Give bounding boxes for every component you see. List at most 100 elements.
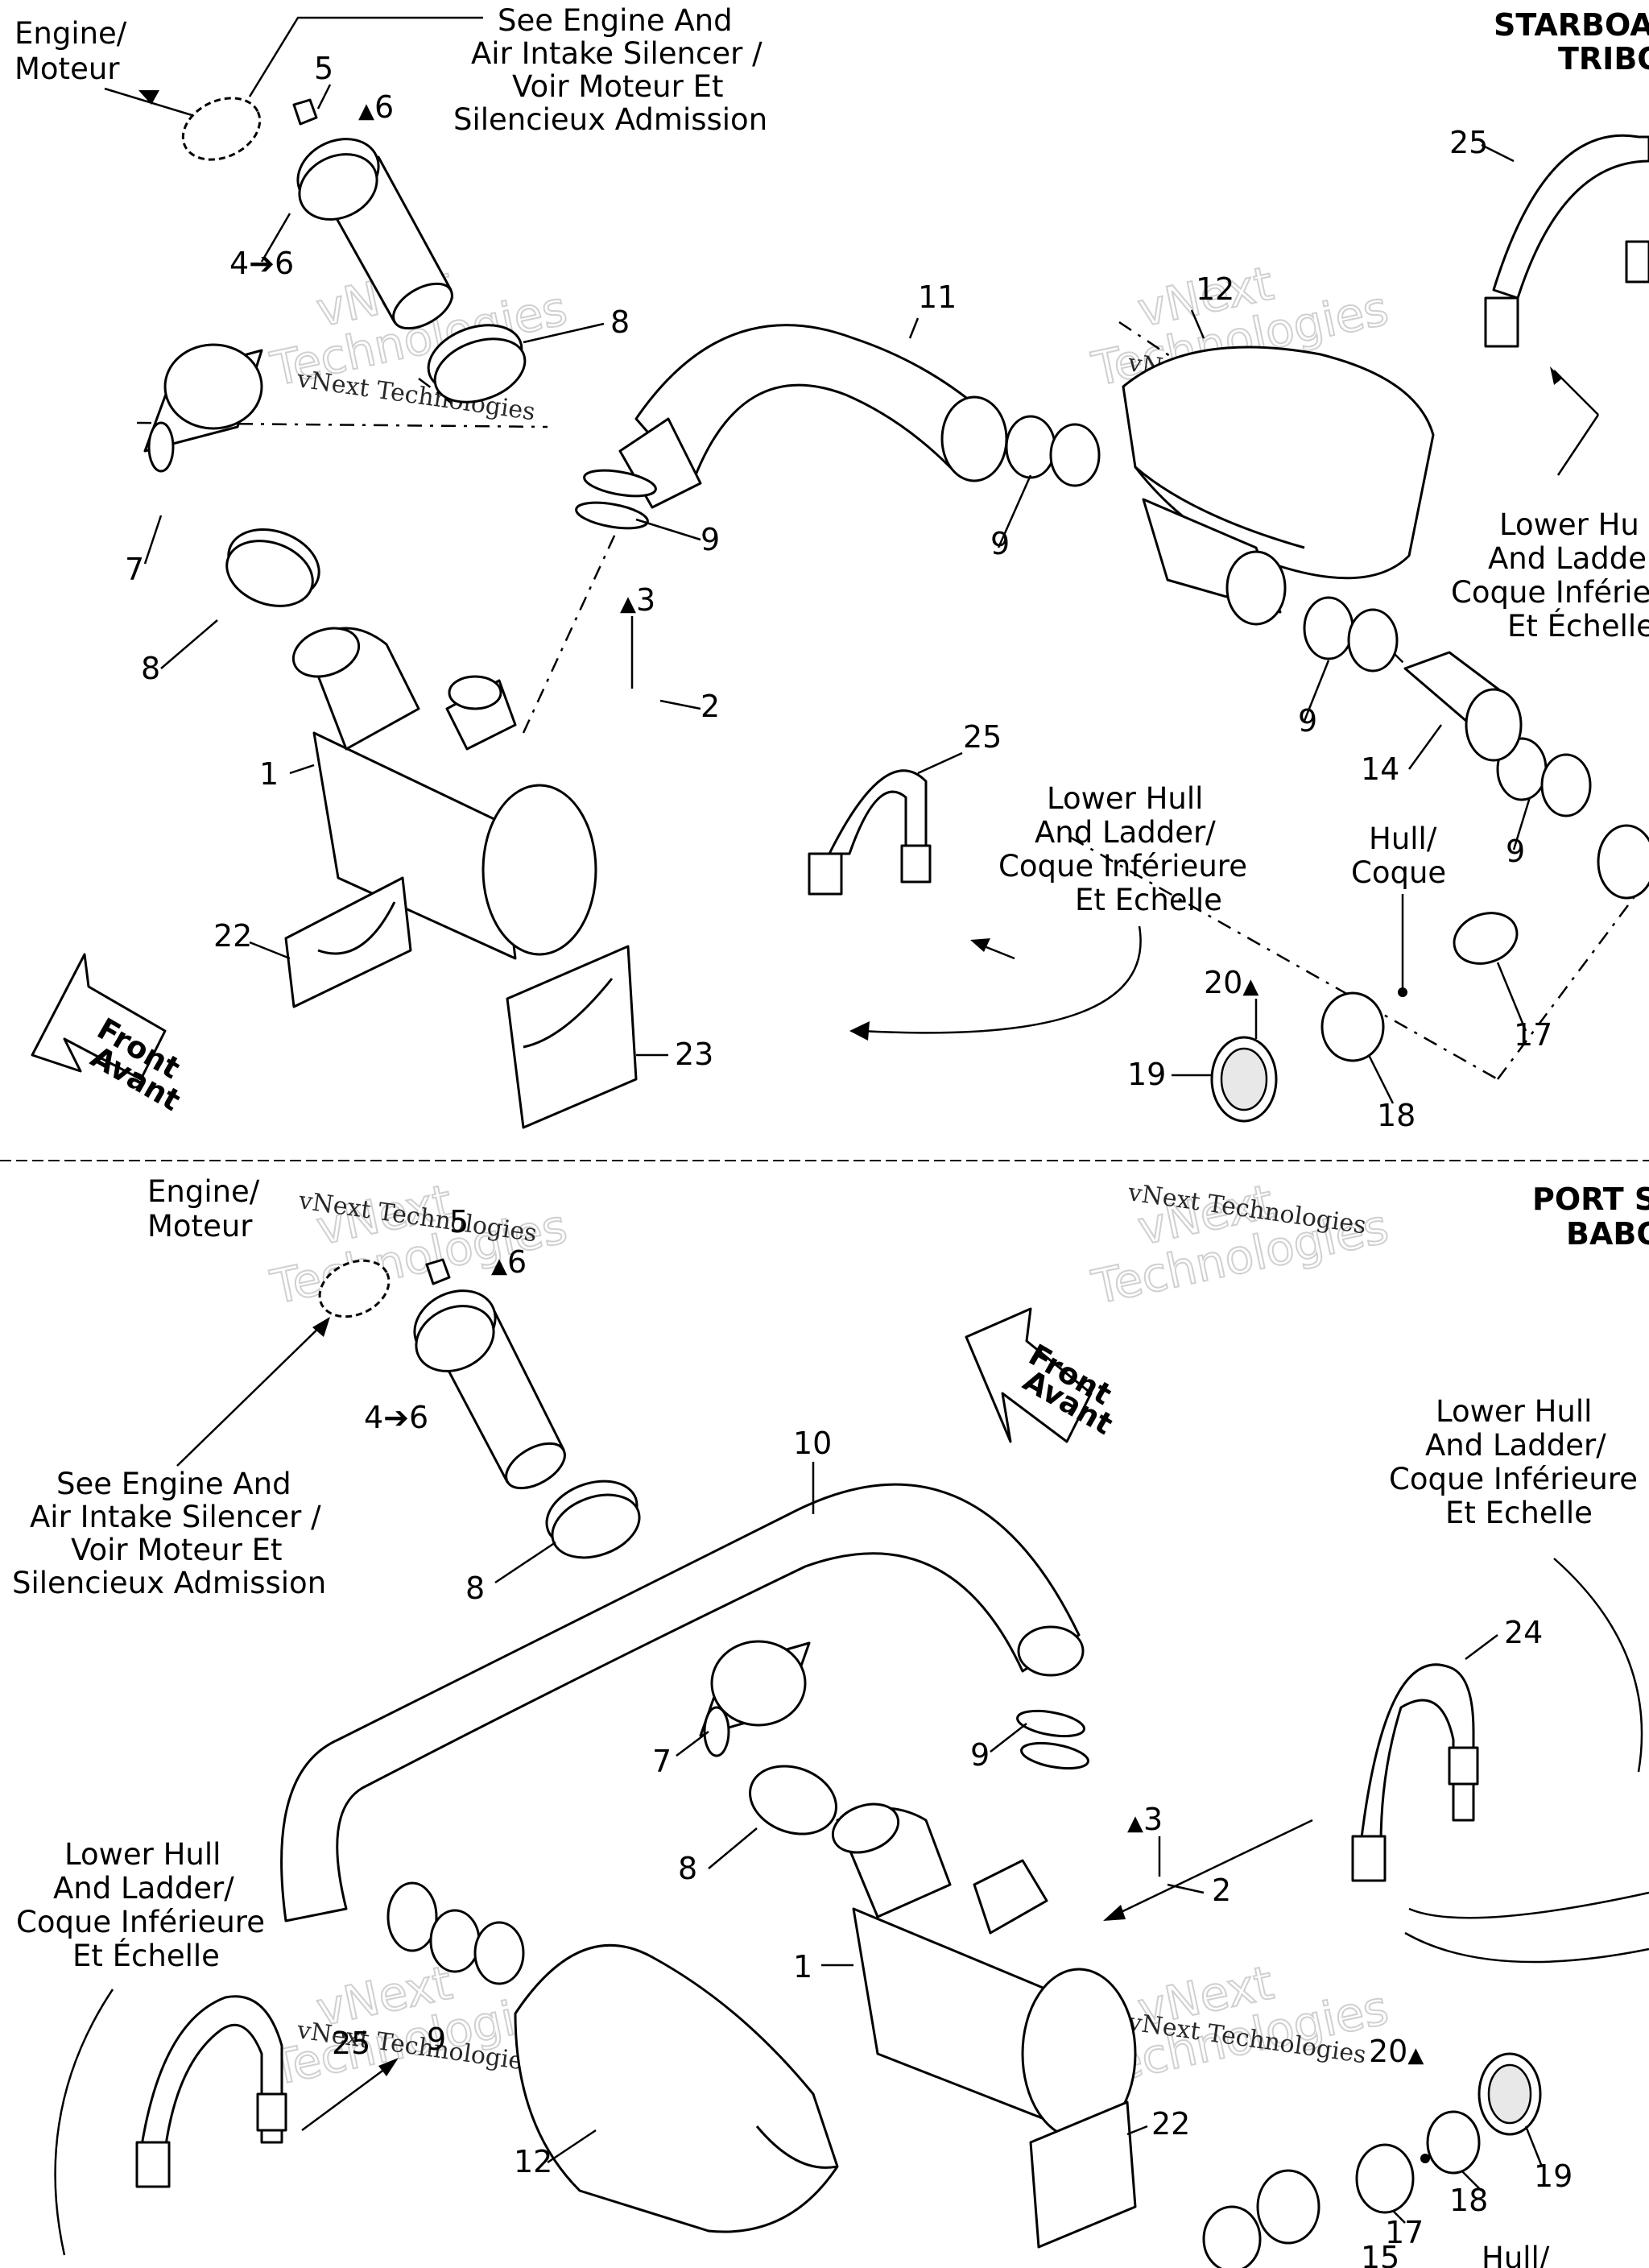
lower-hull-label: And Ladder/ [1035, 815, 1216, 850]
part-9-clamp [429, 1909, 481, 1973]
part-9-clamp [473, 1921, 525, 1985]
part-9-clamp [1540, 753, 1592, 817]
lower-hull-label: Coque Inférieure [998, 849, 1247, 884]
callout-20: 20▲ [1369, 2034, 1424, 2069]
lower-hull-label-right: Et Echelle [1445, 1496, 1593, 1530]
callout-2: 2 [1212, 1873, 1231, 1908]
part-5-fitting [425, 1258, 451, 1285]
callout-19: 19 [1127, 1057, 1166, 1092]
drop-icon: ▲ [491, 1254, 507, 1278]
part-4-6-adapter [296, 138, 453, 330]
part-9-clamp [1347, 608, 1399, 673]
part-10-hose [280, 1483, 1081, 1922]
part-22-support [1029, 2100, 1137, 2249]
part-9-clamp [1303, 596, 1354, 660]
part-25-strap [1484, 134, 1649, 348]
see-engine-label: Air Intake Silencer / [30, 1500, 321, 1534]
callout-5: 5 [314, 51, 333, 86]
drop-icon: ▲ [620, 592, 636, 616]
callout-7: 7 [652, 1744, 672, 1779]
front-arrow-icon: Front Avant [31, 953, 186, 1118]
callout-22: 22 [213, 918, 252, 954]
callout-3: ▲3 [1127, 1802, 1163, 1837]
callout-25: 25 [963, 719, 1002, 755]
part-5-fitting [292, 98, 318, 126]
lower-hull-label-right: Coque Inférie [1451, 575, 1649, 610]
part-1-muffler [831, 1802, 1137, 2140]
callout-11: 11 [918, 279, 957, 315]
part-12-resonator [1122, 346, 1435, 626]
part-9-clamp [575, 501, 649, 530]
hull-label: Hull/ [1482, 2241, 1550, 2268]
engine-label-fr: Moteur [14, 52, 120, 86]
port-section: PORT S BABO Engine/ Moteur See Engine An… [12, 1174, 1649, 2268]
port-title-fr: BABO [1566, 1216, 1649, 1252]
callout-3: ▲3 [620, 582, 655, 618]
callout-14: 14 [1361, 751, 1399, 787]
port-title: PORT S [1532, 1182, 1649, 1217]
part-9-clamp [1049, 423, 1101, 487]
starboard-section: STARBOA TRIBO Engine/ Moteur See Engine … [14, 3, 1649, 1133]
callout-6: ▲6 [491, 1244, 527, 1280]
drop-icon: ▲ [1407, 2043, 1424, 2067]
callout-22: 22 [1151, 2106, 1190, 2142]
callout-17: 17 [1385, 2215, 1424, 2250]
callout-25: 25 [1449, 125, 1488, 160]
callout-4-6: 4➔6 [364, 1400, 428, 1435]
drop-icon: ▲ [358, 99, 374, 123]
lower-hull-label-left: And Ladder/ [53, 1871, 234, 1906]
front-arrow-icon: Front Avant [965, 1307, 1118, 1443]
part-7-sleeve [699, 1640, 811, 1757]
lower-hull-label-left: Et Échelle [72, 1938, 220, 1973]
engine-clamp [181, 97, 262, 161]
callout-9: 9 [1298, 703, 1317, 739]
part-4-6-adapter [413, 1289, 566, 1490]
callout-17: 17 [1514, 1017, 1552, 1053]
lower-hull-label-right: Lower Hull [1436, 1394, 1592, 1429]
lower-hull-label-right: And Ladde [1488, 541, 1647, 576]
part-17-seal [1453, 912, 1519, 965]
part-12-resonator [514, 1943, 839, 2233]
hull-point [1420, 2154, 1430, 2163]
see-engine-label: Voir Moteur Et [71, 1533, 282, 1567]
engine-label: Engine/ [147, 1174, 260, 1209]
lower-hull-label: Lower Hull [1047, 781, 1203, 816]
drop-icon: ▲ [1242, 975, 1258, 999]
callout-1: 1 [793, 1949, 812, 1984]
see-engine-label: Air Intake Silencer / [471, 36, 763, 71]
see-engine-label: Silencieux Admission [12, 1566, 326, 1600]
callout-2: 2 [701, 689, 720, 724]
see-engine-label: See Engine And [56, 1467, 291, 1501]
callout-10: 10 [793, 1426, 832, 1461]
callout-20: 20▲ [1204, 965, 1258, 1000]
callout-8: 8 [465, 1571, 485, 1606]
part-18-ring [1320, 991, 1385, 1062]
callout-4-6: 4➔6 [229, 246, 294, 281]
part-18-ring [1426, 2110, 1481, 2175]
see-engine-label: Silencieux Admission [453, 102, 767, 137]
callout-9: 9 [1506, 834, 1525, 869]
part-25-strap [808, 769, 932, 896]
lower-hull-label: Et Echelle [1075, 883, 1222, 917]
callout-8: 8 [678, 1851, 697, 1886]
callout-15: 15 [1361, 2240, 1399, 2268]
part-9-clamp [1020, 1741, 1089, 1770]
part-24-strap [1351, 1663, 1479, 1882]
callout-25: 25 [332, 2026, 370, 2061]
part-15-outlet [1256, 2169, 1320, 2245]
part-9-clamp [1016, 1709, 1085, 1738]
see-engine-label: Voir Moteur Et [512, 69, 723, 104]
hull-label: Hull/ [1369, 822, 1437, 856]
callout-1: 1 [259, 756, 279, 792]
callout-5: 5 [449, 1204, 469, 1240]
callout-8: 8 [141, 651, 160, 686]
lower-hull-label-right: Coque Inférieure [1389, 1462, 1638, 1496]
lower-hull-label-right: Et Échelle [1507, 608, 1649, 644]
callout-18: 18 [1449, 2183, 1488, 2218]
part-23-support [506, 945, 638, 1129]
part-1-muffler [291, 627, 597, 960]
part-17-seal [1355, 2143, 1415, 2214]
lower-hull-label-left: Lower Hull [64, 1837, 221, 1872]
lower-hull-label-left: Coque Inférieure [16, 1905, 265, 1939]
callout-12: 12 [514, 2144, 552, 2179]
